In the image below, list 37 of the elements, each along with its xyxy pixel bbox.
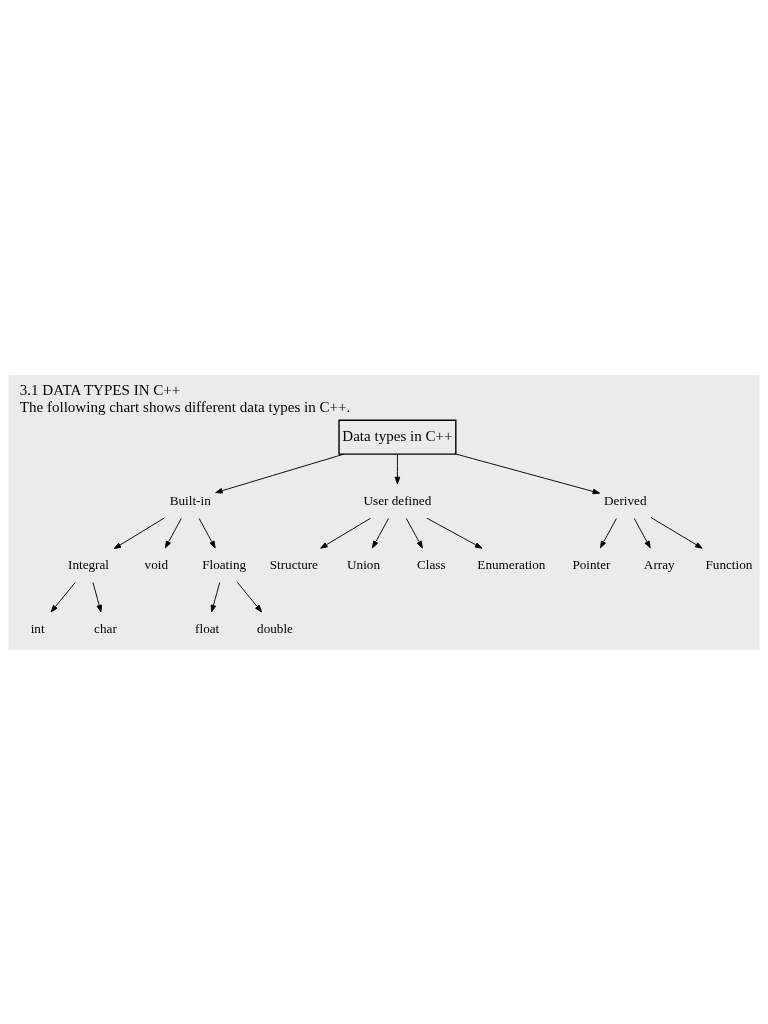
arrow: [320, 517, 371, 549]
arrow: [455, 453, 601, 494]
arrow: [237, 581, 262, 612]
node-text: double: [257, 620, 293, 636]
arrow: [113, 516, 166, 549]
arrow: [633, 517, 651, 548]
arrow: [372, 517, 389, 548]
arrow: [394, 453, 401, 484]
node-text: Floating: [202, 556, 247, 572]
arrow: [426, 517, 483, 549]
node-text: Built-in: [169, 492, 211, 508]
node-text: Enumeration: [477, 556, 546, 572]
arrow: [599, 517, 617, 548]
arrow: [198, 517, 216, 548]
node-text: User defined: [363, 492, 432, 508]
node-text: Derived: [604, 492, 647, 508]
node-text: Class: [417, 556, 446, 572]
node-box: Data types in C++: [338, 419, 457, 455]
arrow: [50, 581, 76, 612]
arrow: [215, 453, 345, 493]
diagram-title: 3.1 DATA TYPES IN C++: [19, 381, 181, 398]
node-text: char: [94, 620, 117, 636]
node-text: float: [195, 620, 220, 636]
node-text: Structure: [269, 556, 318, 572]
arrow: [650, 516, 703, 549]
arrow: [210, 581, 221, 612]
node-text: Array: [643, 556, 675, 572]
caption: The following chart shows different data types in C++.: [19, 398, 351, 415]
node-text: void: [144, 556, 169, 572]
arrow: [92, 581, 102, 612]
node-text: Union: [347, 556, 380, 572]
arrow: [405, 517, 423, 548]
node-text: int: [30, 620, 45, 636]
node-text: Pointer: [572, 556, 611, 572]
node-text: Function: [705, 556, 753, 572]
arrow: [164, 517, 182, 548]
node-text: Integral: [68, 556, 109, 572]
